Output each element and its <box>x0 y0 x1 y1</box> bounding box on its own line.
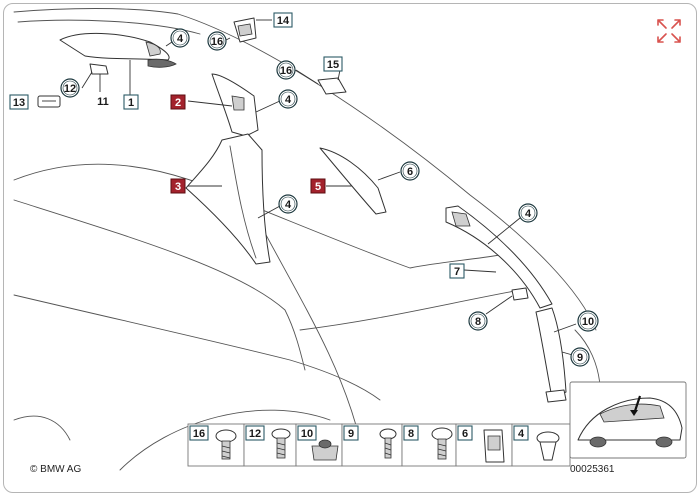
svg-text:1: 1 <box>128 97 134 109</box>
screw-12-icon <box>271 428 291 459</box>
part-14-bracket <box>233 17 257 43</box>
svg-text:11: 11 <box>97 96 109 108</box>
nut-10-icon <box>311 439 339 461</box>
callout-16-top: 16 <box>207 31 227 51</box>
callout-15: 15 <box>323 56 343 72</box>
part-9-a-pillar-lower <box>535 307 567 403</box>
callout-3: 3 <box>170 178 186 194</box>
diagram-frame <box>3 3 697 493</box>
callout-10: 10 <box>577 310 599 332</box>
callout-11: 11 <box>97 96 109 108</box>
strip-label-16: 16 <box>189 425 209 441</box>
svg-text:10: 10 <box>582 316 594 328</box>
svg-text:6: 6 <box>462 428 468 440</box>
strip-label-4: 4 <box>513 425 529 441</box>
svg-text:7: 7 <box>454 266 460 278</box>
part-3-b-pillar-lower <box>185 133 271 265</box>
callout-7: 7 <box>449 263 465 279</box>
svg-text:9: 9 <box>348 428 354 440</box>
callout-12: 12 <box>60 78 80 98</box>
strip-label-9: 9 <box>343 425 359 441</box>
strip-label-12: 12 <box>245 425 265 441</box>
expand-arrows-icon[interactable] <box>657 19 681 43</box>
strip-label-6: 6 <box>457 425 473 441</box>
screw-9-icon <box>379 428 397 459</box>
callout-1: 1 <box>123 94 139 110</box>
part-8-clip <box>511 287 529 301</box>
svg-text:16: 16 <box>280 65 292 77</box>
svg-text:6: 6 <box>407 166 413 178</box>
parts-strip: 16 12 10 9 8 6 4 <box>187 423 571 467</box>
svg-text:12: 12 <box>64 83 76 95</box>
car-body-outline <box>13 8 601 471</box>
clip-4-icon <box>536 431 560 461</box>
svg-text:4: 4 <box>285 199 292 211</box>
svg-text:9: 9 <box>577 352 583 364</box>
screw-8-icon <box>431 427 453 460</box>
strip-label-10: 10 <box>297 425 317 441</box>
svg-text:8: 8 <box>475 316 481 328</box>
callout-5: 5 <box>310 178 326 194</box>
callout-16-mid: 16 <box>276 60 296 80</box>
diagram-number: 00025361 <box>570 464 615 475</box>
leader-lines <box>81 19 577 357</box>
callout-6: 6 <box>400 161 420 181</box>
svg-text:14: 14 <box>277 15 290 27</box>
callout-14: 14 <box>273 12 293 28</box>
svg-text:16: 16 <box>211 36 223 48</box>
svg-text:2: 2 <box>175 97 181 109</box>
copyright-text: © BMW AG <box>30 464 81 475</box>
callout-4-a-pillar: 4 <box>518 203 538 223</box>
part-2-b-pillar-upper <box>211 73 259 137</box>
svg-text:8: 8 <box>408 428 414 440</box>
svg-text:10: 10 <box>301 428 313 440</box>
part-5-rear-side-trim <box>319 147 387 215</box>
svg-text:4: 4 <box>518 428 525 440</box>
callout-8: 8 <box>468 311 488 331</box>
strip-label-8: 8 <box>403 425 419 441</box>
callout-2: 2 <box>170 94 186 110</box>
callout-4-b-pillar: 4 <box>278 89 298 109</box>
part-13-cover <box>37 95 61 108</box>
svg-text:3: 3 <box>175 181 181 193</box>
svg-text:13: 13 <box>13 97 25 109</box>
svg-text:5: 5 <box>315 181 321 193</box>
clip-6-icon <box>483 429 505 463</box>
callout-4-lower: 4 <box>278 194 298 214</box>
car-thumbnail <box>569 381 687 459</box>
part-15-clip <box>317 77 347 95</box>
svg-text:4: 4 <box>177 33 184 45</box>
part-7-a-pillar-trim <box>445 205 553 309</box>
svg-text:12: 12 <box>249 428 261 440</box>
callout-9: 9 <box>570 347 590 367</box>
svg-text:15: 15 <box>327 59 339 71</box>
part-11-clip <box>89 63 109 92</box>
svg-text:4: 4 <box>285 94 292 106</box>
screw-16-icon <box>215 429 237 460</box>
part-1-trim-panel <box>59 33 177 68</box>
callout-13: 13 <box>9 94 29 110</box>
svg-text:16: 16 <box>193 428 205 440</box>
svg-text:4: 4 <box>525 208 532 220</box>
callout-4-top: 4 <box>170 28 190 48</box>
